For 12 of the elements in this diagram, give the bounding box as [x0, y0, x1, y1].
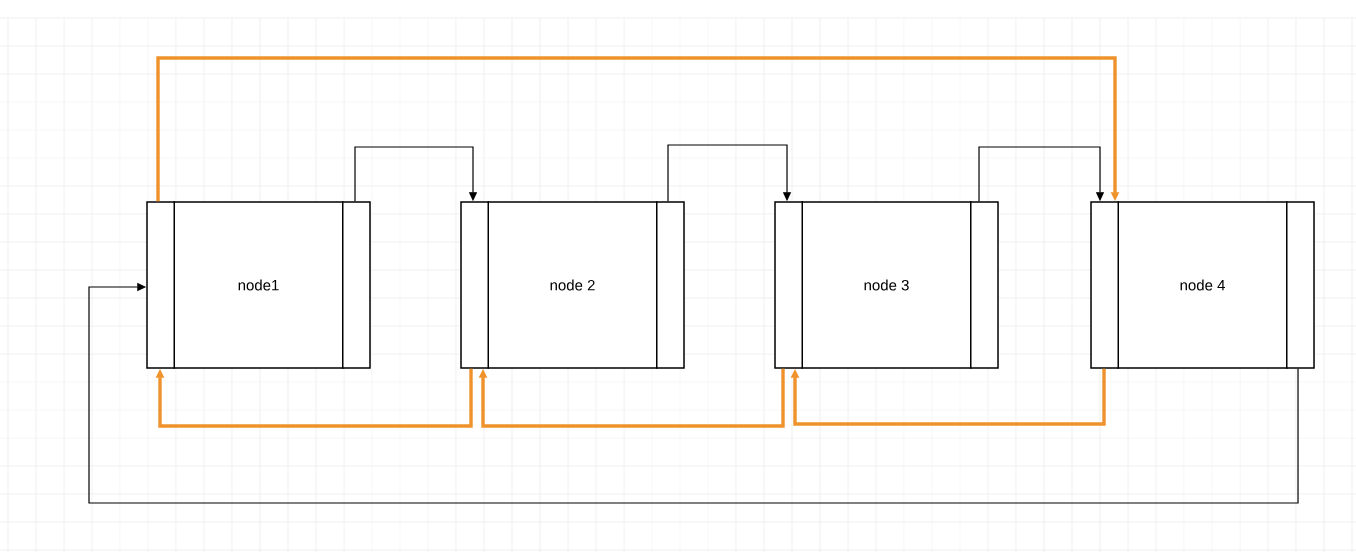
node-box: node 2	[460, 200, 685, 370]
node-box: node 4	[1090, 200, 1315, 370]
node-box: node 3	[774, 200, 999, 370]
arrow	[155, 368, 473, 428]
arrow	[354, 146, 478, 202]
arrow	[478, 368, 785, 428]
arrow	[667, 144, 792, 202]
arrow	[790, 368, 1106, 426]
node-box: node1	[146, 200, 371, 370]
arrow	[978, 146, 1105, 202]
arrow	[88, 282, 1299, 504]
arrow	[156, 56, 1120, 202]
